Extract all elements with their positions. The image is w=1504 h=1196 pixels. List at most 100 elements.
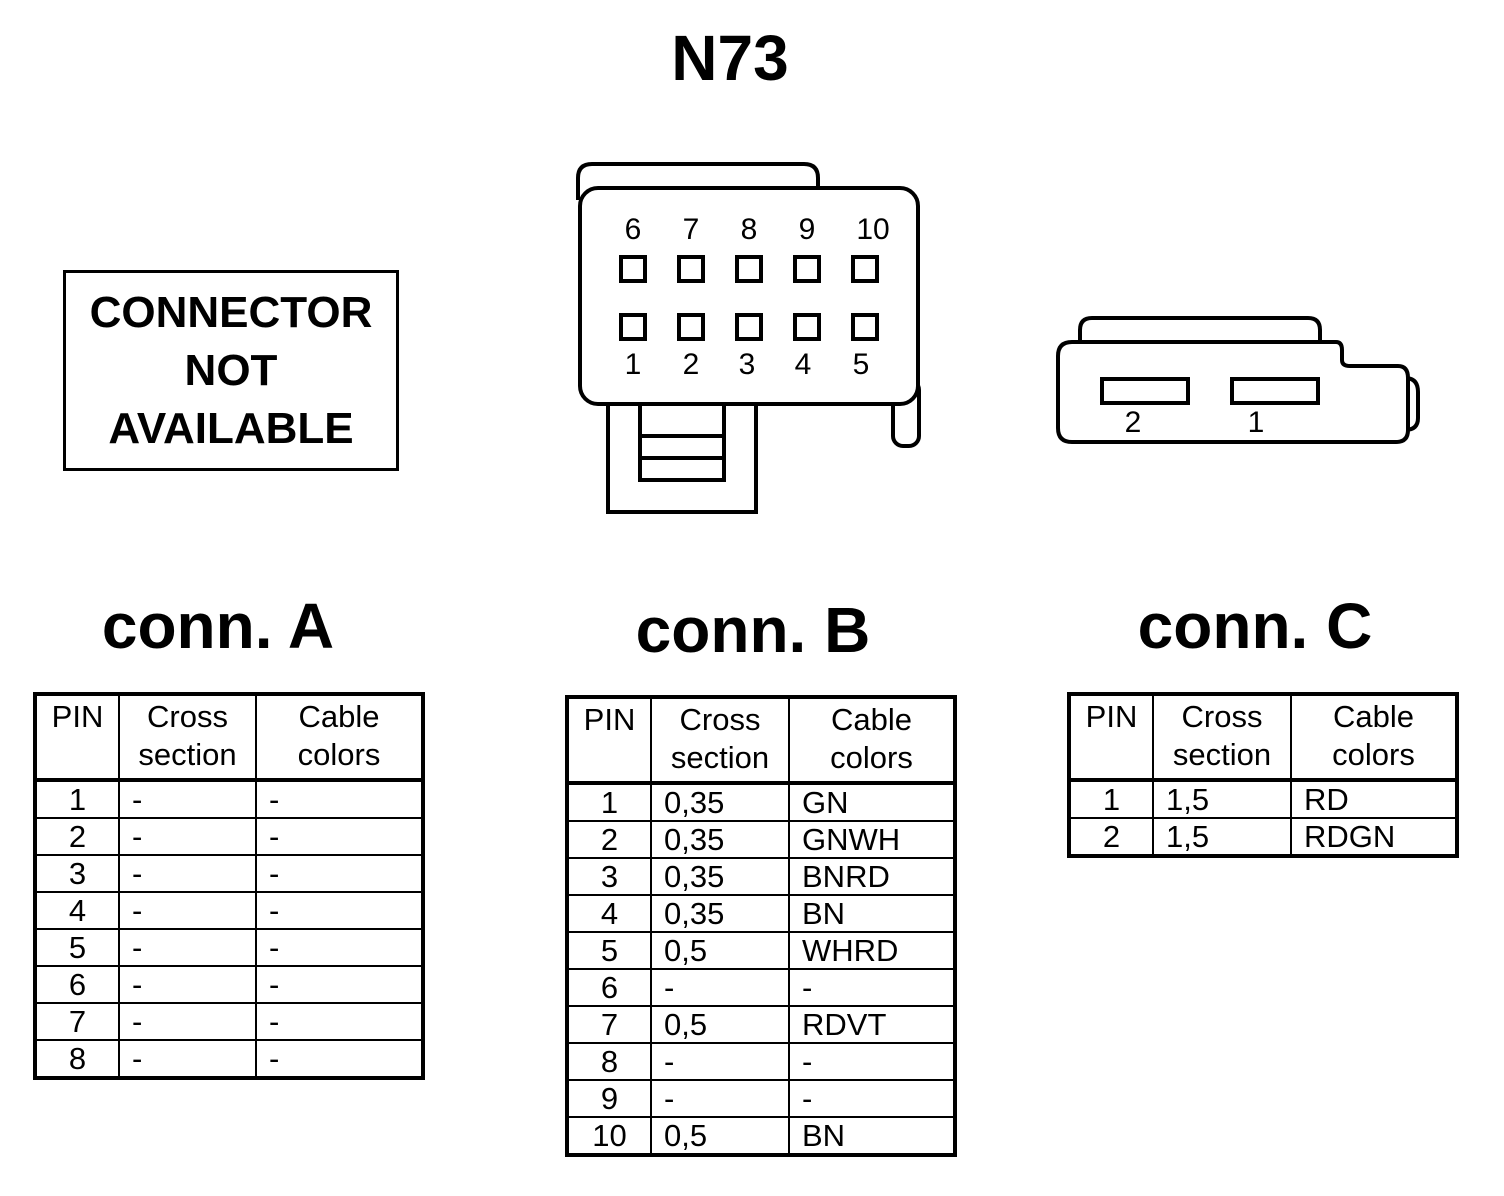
pin-number-cell: 1 (1068, 779, 1154, 819)
cross-section-cell: 0,35 (650, 820, 790, 859)
pin-cavity (793, 255, 821, 283)
pin-cavity (851, 255, 879, 283)
cross-section-cell: - (118, 965, 257, 1004)
connector-b-body (578, 186, 920, 406)
cable-color-cell: WHRD (788, 931, 956, 970)
pin-number-cell: 5 (566, 931, 652, 970)
pin-cavity (677, 255, 705, 283)
cross-section-cell: 0,5 (650, 1116, 790, 1156)
cable-color-cell: BNRD (788, 857, 956, 896)
pin-label: 1 (625, 348, 642, 381)
cross-section-cell: - (118, 1039, 257, 1079)
table-row: 2-- (34, 817, 424, 856)
cable-color-cell: - (255, 1039, 424, 1079)
pin-number-cell: 2 (566, 820, 652, 859)
table-row: 7-- (34, 1002, 424, 1041)
table-row: 9-- (566, 1079, 956, 1118)
placeholder-line-3: AVAILABLE (108, 403, 354, 453)
column-header: PIN (34, 693, 120, 782)
pin-number-cell: 8 (34, 1039, 120, 1079)
pin-label: 5 (853, 348, 870, 381)
pin-number-cell: 7 (34, 1002, 120, 1041)
cable-color-cell: - (788, 1042, 956, 1081)
cross-section-cell: 0,35 (650, 857, 790, 896)
connector-a-title: conn. A (101, 590, 335, 662)
table-row: 8-- (566, 1042, 956, 1081)
pin-label: 7 (683, 213, 700, 246)
cross-section-cell: - (118, 817, 257, 856)
connector-b-title: conn. B (635, 594, 871, 666)
column-header: PIN (1068, 693, 1154, 782)
pin-number-cell: 8 (566, 1042, 652, 1081)
cross-section-cell: 1,5 (1152, 817, 1292, 857)
cable-color-cell: - (255, 817, 424, 856)
cross-section-cell: - (650, 1042, 790, 1081)
cross-section-cell: - (118, 854, 257, 893)
pin-label: 4 (795, 348, 812, 381)
pin-label: 10 (856, 213, 889, 246)
pin-cavity (1100, 377, 1190, 405)
connector-c-title: conn. C (1137, 590, 1373, 662)
pin-number-cell: 3 (34, 854, 120, 893)
connector-not-available-box: CONNECTOR NOT AVAILABLE (63, 270, 399, 471)
pin-label: 8 (741, 213, 758, 246)
cross-section-cell: - (118, 1002, 257, 1041)
pin-number-cell: 6 (34, 965, 120, 1004)
pin-number-cell: 1 (566, 782, 652, 822)
pin-cavity (619, 313, 647, 341)
connector-b-latch-inner (638, 398, 726, 482)
cable-color-cell: BN (788, 894, 956, 933)
cable-color-cell: - (255, 928, 424, 967)
pin-cavity (1230, 377, 1320, 405)
cross-section-cell: - (650, 1079, 790, 1118)
pin-label: 2 (683, 348, 700, 381)
table-row: 4-- (34, 891, 424, 930)
pin-number-cell: 2 (34, 817, 120, 856)
cable-color-cell: - (255, 854, 424, 893)
cross-section-cell: 1,5 (1152, 779, 1292, 819)
cable-color-cell: - (255, 779, 424, 819)
table-row: 1-- (34, 779, 424, 819)
cable-color-cell: RD (1290, 779, 1458, 819)
pin-number-cell: 7 (566, 1005, 652, 1044)
cross-section-cell: 0,35 (650, 782, 790, 822)
pin-cavity (735, 313, 763, 341)
column-header: PIN (566, 696, 652, 785)
pin-cavity (677, 313, 705, 341)
page-title: N73 (671, 22, 789, 94)
cable-color-cell: RDVT (788, 1005, 956, 1044)
cable-color-cell: - (788, 1079, 956, 1118)
pin-number-cell: 4 (566, 894, 652, 933)
placeholder-line-2: NOT (184, 345, 278, 395)
pin-number-cell: 6 (566, 968, 652, 1007)
pin-number-cell: 1 (34, 779, 120, 819)
cable-color-cell: RDGN (1290, 817, 1458, 857)
placeholder-line-1: CONNECTOR (89, 287, 373, 337)
pin-number-cell: 9 (566, 1079, 652, 1118)
cross-section-cell: 0,5 (650, 1005, 790, 1044)
table-row: 5-- (34, 928, 424, 967)
pin-cavity (793, 313, 821, 341)
pin-cavity (735, 255, 763, 283)
